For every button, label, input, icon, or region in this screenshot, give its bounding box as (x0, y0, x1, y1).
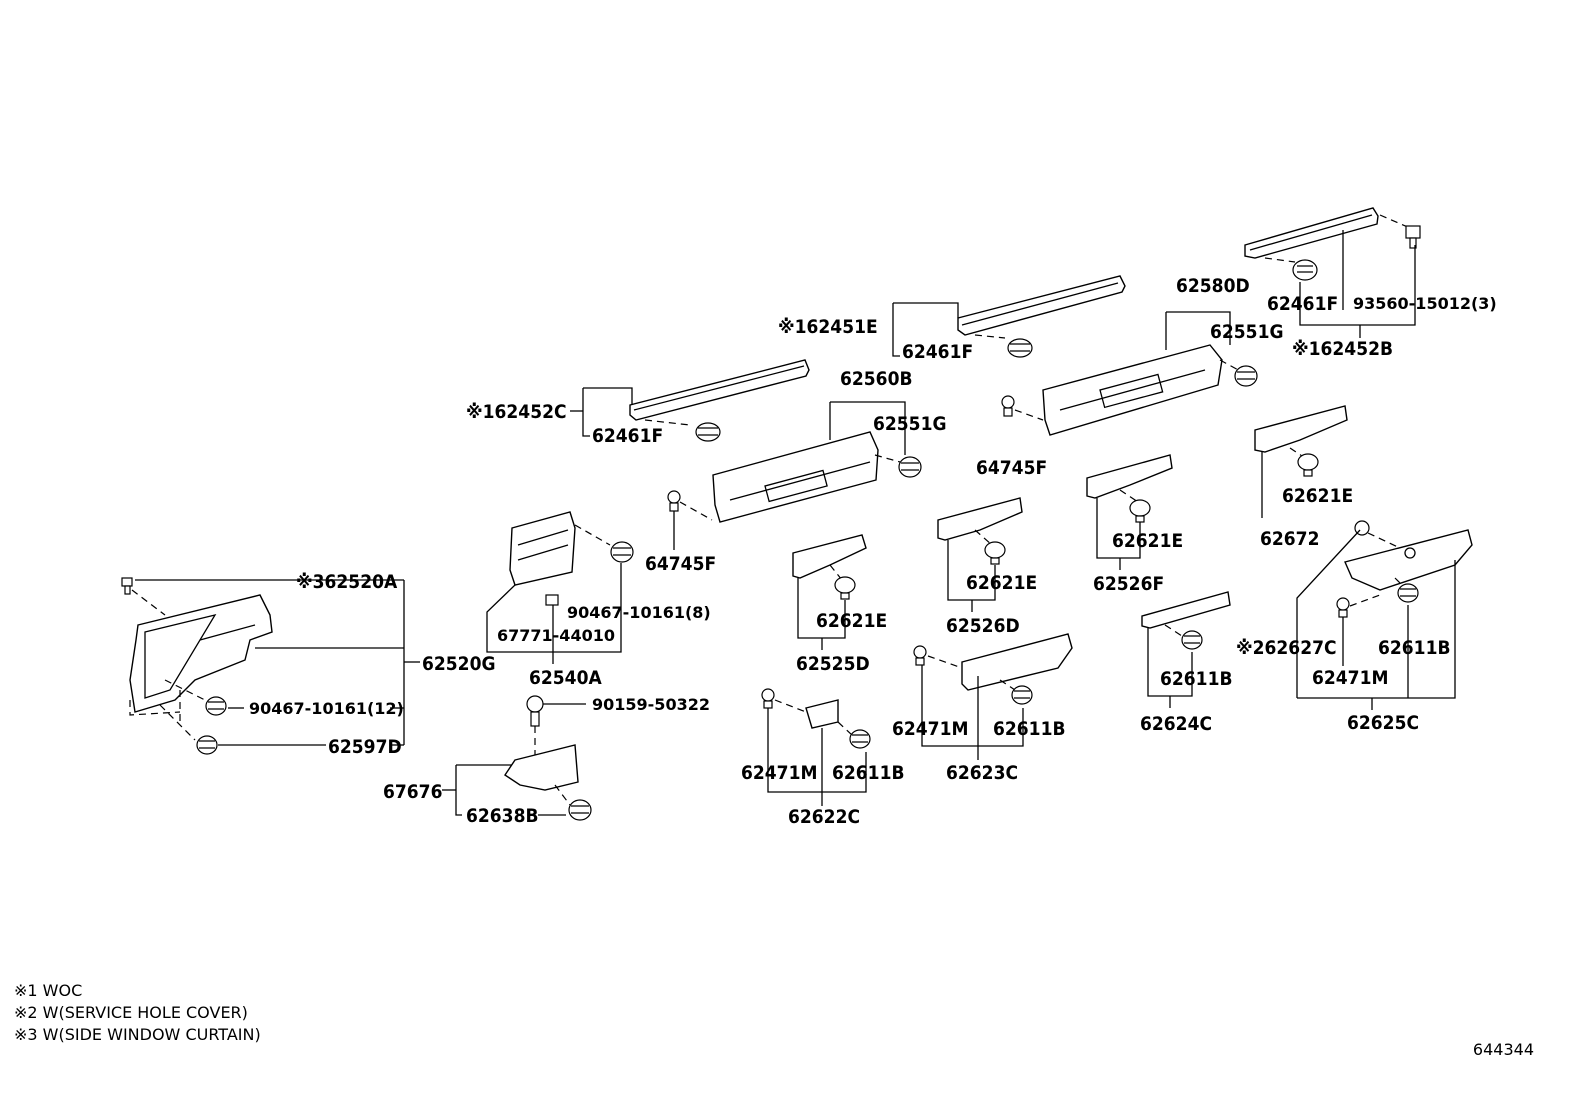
label-62451E: ※162451E (778, 316, 878, 338)
label-90467-8: 90467-10161(8) (567, 603, 711, 622)
footnotes: ※1 WOC ※2 W(SERVICE HOLE COVER) ※3 W(SID… (14, 980, 261, 1046)
clip-90467-12-icon (205, 696, 227, 716)
clip-62611B-c-icon (1181, 630, 1203, 650)
label-64745F-a: 64745F (645, 553, 716, 575)
clip-62621E-c-icon (984, 541, 1006, 565)
label-67771: 67771-44010 (497, 626, 615, 645)
label-62611B-b: 62611B (993, 718, 1066, 740)
label-62611B-d: 62611B (1378, 637, 1451, 659)
clip-62461F-a-icon (695, 422, 721, 442)
bracket-62638B-part (504, 744, 579, 791)
clip-62621E-a-icon (1297, 453, 1319, 477)
label-62621E-b: 62621E (1112, 530, 1183, 552)
label-62622C: 62622C (788, 806, 860, 828)
screw-64745F-a-icon (667, 490, 681, 512)
clip-62611B-d-icon (1397, 583, 1419, 603)
clip-62461F-b-icon (1007, 338, 1033, 358)
plate-62624C-part (1141, 591, 1231, 629)
label-62597D: 62597D (328, 736, 402, 758)
panel-62560B-part (712, 431, 879, 523)
plate-62622C-part (805, 699, 839, 729)
label-62520A: ※362520A (296, 571, 398, 593)
label-62627C: ※262627C (1236, 637, 1337, 659)
panel-62580D-part (1042, 344, 1223, 436)
label-62461F-a: 62461F (592, 425, 663, 447)
label-62551G-b: 62551G (873, 413, 947, 435)
grommet-67771-icon (545, 594, 559, 606)
screw-62471M-c-icon (1336, 597, 1350, 618)
clip-62611B-b-icon (1011, 685, 1033, 705)
label-62461F-b: 62461F (902, 341, 973, 363)
label-62638B: 62638B (466, 805, 539, 827)
label-62580D: 62580D (1176, 275, 1250, 297)
screw-62520A-icon (121, 577, 133, 595)
label-62551G-a: 62551G (1210, 321, 1284, 343)
label-62520G: 62520G (422, 653, 496, 675)
label-62471M-b: 62471M (892, 718, 968, 740)
label-64745F-b: 64745F (976, 457, 1047, 479)
footnote-3: ※3 W(SIDE WINDOW CURTAIN) (14, 1025, 261, 1044)
label-62611B-a: 62611B (832, 762, 905, 784)
label-62623C: 62623C (946, 762, 1018, 784)
plate-62623C-part (961, 633, 1073, 691)
label-62621E-c: 62621E (966, 572, 1037, 594)
clip-62611B-a-icon (849, 729, 871, 749)
label-62471M-c: 62471M (1312, 667, 1388, 689)
bracket-62672-part (1254, 405, 1348, 453)
label-62471M-a: 62471M (741, 762, 817, 784)
label-62452B: ※162452B (1292, 338, 1393, 360)
label-62621E-d: 62621E (816, 610, 887, 632)
bracket-62525D-part (792, 534, 867, 579)
cover-62540A-part (509, 511, 576, 586)
label-62452C: ※162452C (466, 401, 567, 423)
label-62621E-a: 62621E (1282, 485, 1353, 507)
rail-62451E-part (957, 275, 1126, 336)
footnote-1: ※1 WOC (14, 981, 83, 1000)
quarter-trim-62520G-part (129, 594, 273, 713)
screw-62471M-a-icon (761, 688, 775, 709)
label-62672: 62672 (1260, 528, 1319, 550)
clip-62638B-icon (568, 799, 592, 821)
label-67676: 67676 (383, 781, 442, 803)
label-62611B-c: 62611B (1160, 668, 1233, 690)
clip-62621E-d-icon (834, 576, 856, 600)
bracket-62526F-part (1086, 454, 1173, 499)
label-93560: 93560-15012(3) (1353, 294, 1497, 313)
label-90159: 90159-50322 (592, 695, 710, 714)
label-62526F: 62526F (1093, 573, 1164, 595)
clip-62597D-icon (196, 735, 218, 755)
diagram-code: 644344 (1472, 1040, 1534, 1059)
screw-62471M-b-icon (913, 645, 927, 666)
label-62560B: 62560B (840, 368, 913, 390)
bolt-90159-icon (526, 695, 544, 727)
label-62525D: 62525D (796, 653, 870, 675)
label-62526D: 62526D (946, 615, 1020, 637)
rail-62452B-part (1244, 207, 1379, 259)
clip-90467-8-icon (610, 541, 634, 563)
footnote-2: ※2 W(SERVICE HOLE COVER) (14, 1003, 248, 1022)
rail-62452C-part (629, 359, 810, 421)
label-62624C: 62624C (1140, 713, 1212, 735)
bracket-62526D-part (937, 497, 1023, 541)
label-62461F-c: 62461F (1267, 293, 1338, 315)
panel-62625C-part (1344, 529, 1473, 591)
label-62540A: 62540A (529, 667, 602, 689)
label-90467-12: 90467-10161(12) (249, 699, 404, 718)
clip-62621E-b-icon (1129, 499, 1151, 523)
screw-64745F-b-icon (1001, 395, 1015, 417)
clip-62461F-icon (1292, 259, 1318, 281)
clip-62551G-b-icon (898, 456, 922, 478)
clip-62551G-a-icon (1234, 365, 1258, 387)
label-62625C: 62625C (1347, 712, 1419, 734)
bolt-93560-icon (1405, 225, 1421, 249)
